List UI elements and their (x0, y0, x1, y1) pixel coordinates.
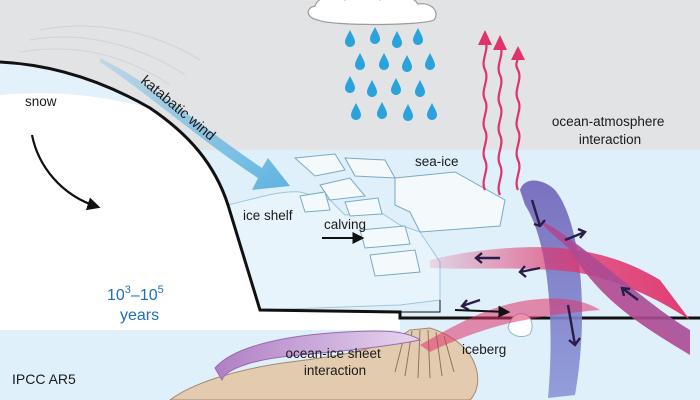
label-ocean-ice-sheet: ocean-ice sheet interaction (285, 346, 384, 378)
label-calving: calving (324, 217, 366, 232)
raindrop-icons (345, 27, 437, 121)
label-ice-shelf: ice shelf (243, 208, 293, 223)
bedrock-striations (394, 329, 455, 379)
label-iceberg: iceberg (462, 342, 506, 357)
cloud-icon (307, 0, 437, 26)
katabatic-wind-arrow (100, 58, 290, 190)
label-ocean-atmosphere-line2: interaction (579, 132, 641, 147)
label-ocean-ice-sheet-line2: interaction (304, 363, 366, 378)
timescale-base: 10 (107, 287, 125, 304)
evaporation-wavy-arrows (482, 39, 521, 196)
sea-ice-floes (293, 153, 506, 277)
label-snow: snow (25, 94, 57, 109)
label-timescale-unit: years (120, 307, 159, 324)
warm-rising-current (540, 220, 690, 355)
label-ocean-ice-sheet-line1: ocean-ice sheet (285, 346, 381, 361)
snow-flow-arrow (30, 134, 101, 211)
label-sea-ice: sea-ice (415, 154, 459, 169)
ice-shelf (227, 191, 441, 311)
ocean-ice-sheet-meltwater (214, 330, 422, 382)
evaporation-arrowheads (478, 30, 525, 60)
label-ocean-atmosphere-line1: ocean-atmosphere (552, 114, 665, 129)
timescale-dash: –10 (131, 287, 158, 304)
snow-cap (0, 62, 150, 108)
shelf-base-outline (400, 300, 441, 313)
ice-profile-outline (0, 60, 700, 320)
snow-layer-lines (19, 25, 201, 86)
ice-sheet (0, 62, 400, 330)
timescale-exp2: 5 (158, 284, 164, 296)
cold-descending-current (520, 180, 583, 398)
iceberg-drift-arrow (454, 305, 511, 318)
timescale-exp1: 3 (125, 284, 131, 296)
label-credit: IPCC AR5 (12, 371, 76, 387)
warm-subshelf-current (420, 298, 600, 352)
label-ocean-atmosphere: ocean-atmosphere interaction (552, 114, 668, 147)
current-direction-arrows (460, 199, 639, 347)
label-timescale: 103–105 (107, 284, 164, 304)
warm-inflow-current (430, 247, 690, 320)
